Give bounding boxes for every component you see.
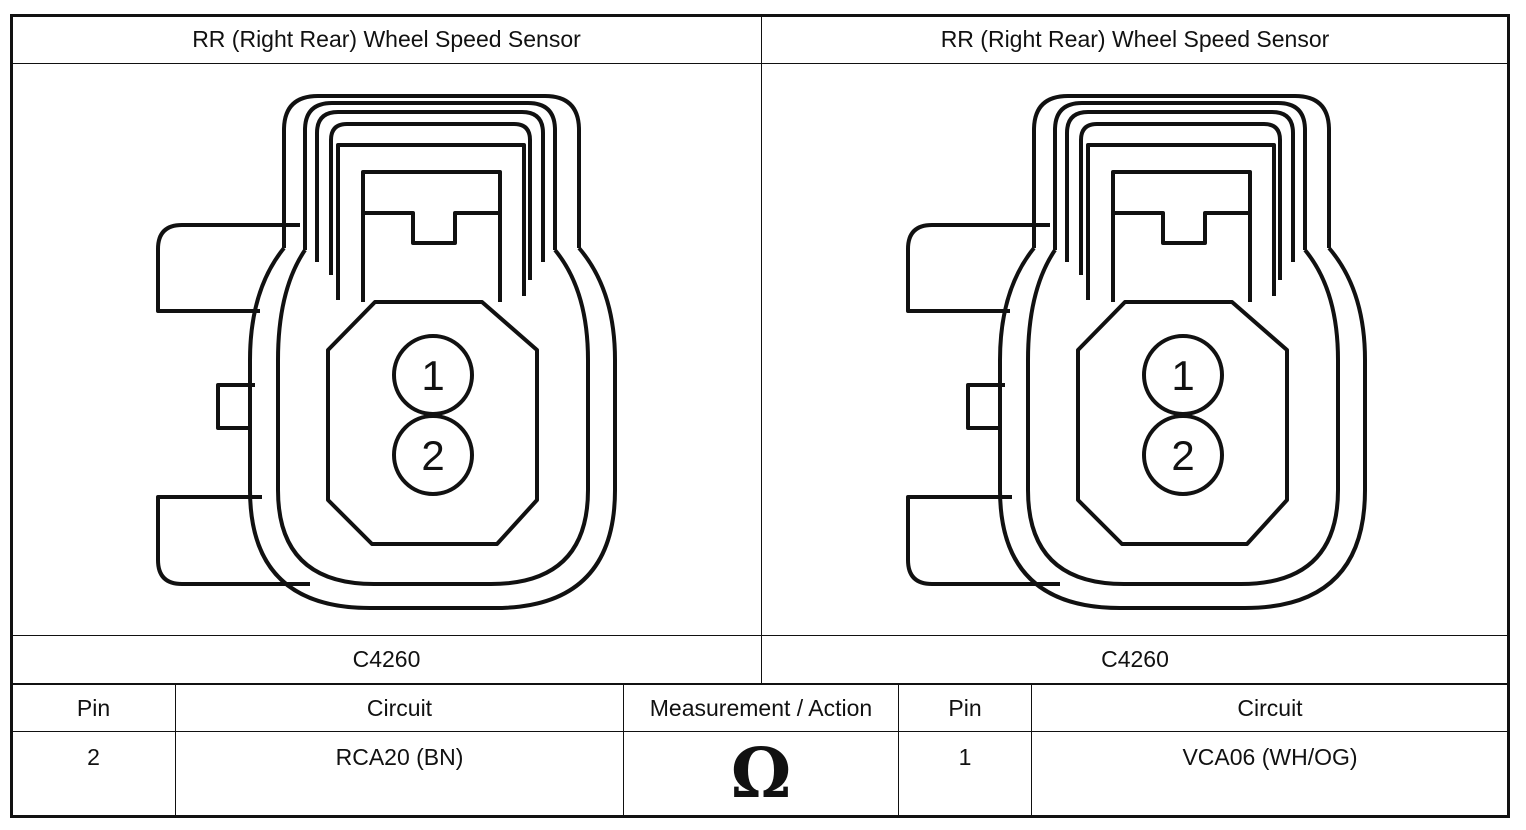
connector-title-right: RR (Right Rear) Wheel Speed Sensor	[940, 26, 1330, 52]
pin-1-label: 1	[1171, 352, 1194, 399]
connector-id-divider	[12, 683, 1508, 685]
table-header-divider	[12, 731, 1508, 732]
image-divider	[12, 635, 1508, 636]
connector-face-right: 1 2	[906, 94, 1367, 610]
table-col-divider-1	[175, 684, 176, 816]
header-circuit-a: Circuit	[366, 694, 433, 721]
connector-id-right: C4260	[1101, 646, 1169, 672]
header-divider	[12, 63, 1508, 64]
header-pin-a: Pin	[76, 694, 111, 721]
ohm-icon: Ω	[624, 732, 898, 816]
header-circuit-b: Circuit	[1237, 694, 1303, 721]
ohm-symbol: Ω	[730, 734, 792, 814]
header-measurement: Measurement / Action	[649, 694, 873, 721]
cell-pin-b: 1	[958, 744, 972, 770]
connector-face-left: 1 2	[156, 94, 617, 610]
table-col-divider-3	[898, 684, 899, 816]
table-col-divider-4	[1031, 684, 1032, 816]
connector-title-left: RR (Right Rear) Wheel Speed Sensor	[192, 26, 581, 52]
pin-1-label: 1	[421, 352, 444, 399]
cell-circuit-a: RCA20 (BN)	[335, 744, 464, 770]
cell-circuit-b: VCA06 (WH/OG)	[1182, 744, 1358, 770]
connector-test-table	[10, 14, 1510, 818]
cell-pin-a: 2	[87, 744, 100, 770]
table-col-divider-2	[623, 684, 624, 816]
pin-2-label: 2	[1171, 432, 1194, 479]
connector-id-left: C4260	[352, 646, 421, 672]
connector-column-divider	[761, 16, 762, 684]
pin-2-label: 2	[421, 432, 444, 479]
header-pin-b: Pin	[948, 694, 982, 721]
